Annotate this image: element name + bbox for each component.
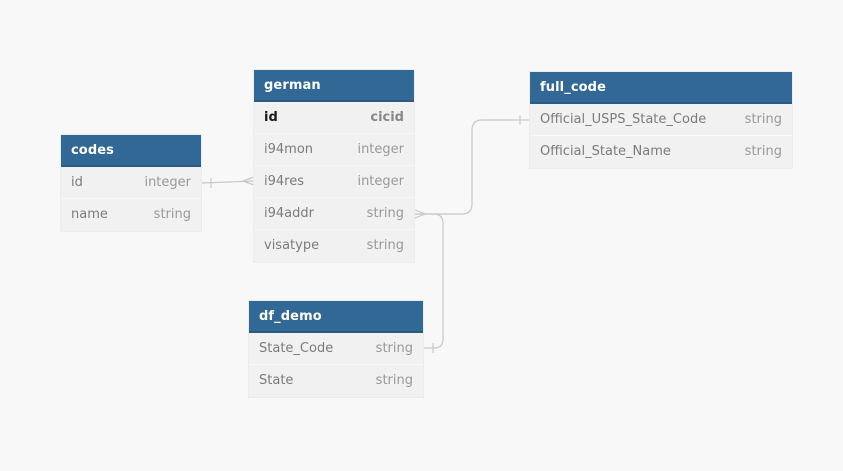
column-type: integer (144, 175, 191, 190)
table-german-row-visatype[interactable]: visatype string (254, 230, 414, 262)
column-type: string (744, 112, 782, 127)
column-type: integer (357, 142, 404, 157)
column-type: string (744, 144, 782, 159)
table-german-row-i94addr[interactable]: i94addr string (254, 198, 414, 230)
column-name: name (71, 207, 108, 222)
column-name: i94res (264, 174, 304, 189)
column-name: visatype (264, 238, 320, 253)
link-german-many-marker (242, 176, 255, 186)
link-codes-german (201, 180, 255, 184)
column-type: integer (357, 174, 404, 189)
table-df-demo-row-state-code[interactable]: State_Code string (249, 333, 423, 365)
link-german-fullcode (415, 119, 530, 215)
table-df-demo-header[interactable]: df_demo (249, 301, 423, 333)
table-german-row-id[interactable]: id cicid (254, 102, 414, 134)
column-name: i94mon (264, 142, 314, 157)
column-name: State_Code (259, 341, 334, 356)
column-type: cicid (370, 110, 404, 125)
table-codes-row-name[interactable]: name string (61, 199, 201, 231)
table-df-demo[interactable]: df_demo State_Code string State string (249, 301, 423, 397)
column-type: string (366, 238, 404, 253)
column-name: State (259, 373, 294, 388)
table-full-code-row-state-name[interactable]: Official_State_Name string (530, 136, 792, 168)
column-name: id (264, 110, 278, 125)
table-codes[interactable]: codes id integer name string (61, 135, 201, 231)
table-full-code-header[interactable]: full_code (530, 72, 792, 104)
table-full-code[interactable]: full_code Official_USPS_State_Code strin… (530, 72, 792, 168)
column-name: Official_State_Name (540, 144, 671, 159)
table-german-row-i94mon[interactable]: i94mon integer (254, 134, 414, 166)
table-df-demo-row-state[interactable]: State string (249, 365, 423, 397)
table-german-row-i94res[interactable]: i94res integer (254, 166, 414, 198)
table-codes-header[interactable]: codes (61, 135, 201, 167)
table-german[interactable]: german id cicid i94mon integer i94res in… (254, 70, 414, 262)
link-i94addr-many-marker (414, 209, 427, 219)
table-codes-row-id[interactable]: id integer (61, 167, 201, 199)
column-type: string (375, 341, 413, 356)
column-name: i94addr (264, 206, 314, 221)
column-type: string (366, 206, 404, 221)
column-type: string (153, 207, 191, 222)
column-name: Official_USPS_State_Code (540, 112, 707, 127)
column-type: string (375, 373, 413, 388)
table-german-header[interactable]: german (254, 70, 414, 102)
column-name: id (71, 175, 83, 190)
table-full-code-row-usps-code[interactable]: Official_USPS_State_Code string (530, 104, 792, 136)
